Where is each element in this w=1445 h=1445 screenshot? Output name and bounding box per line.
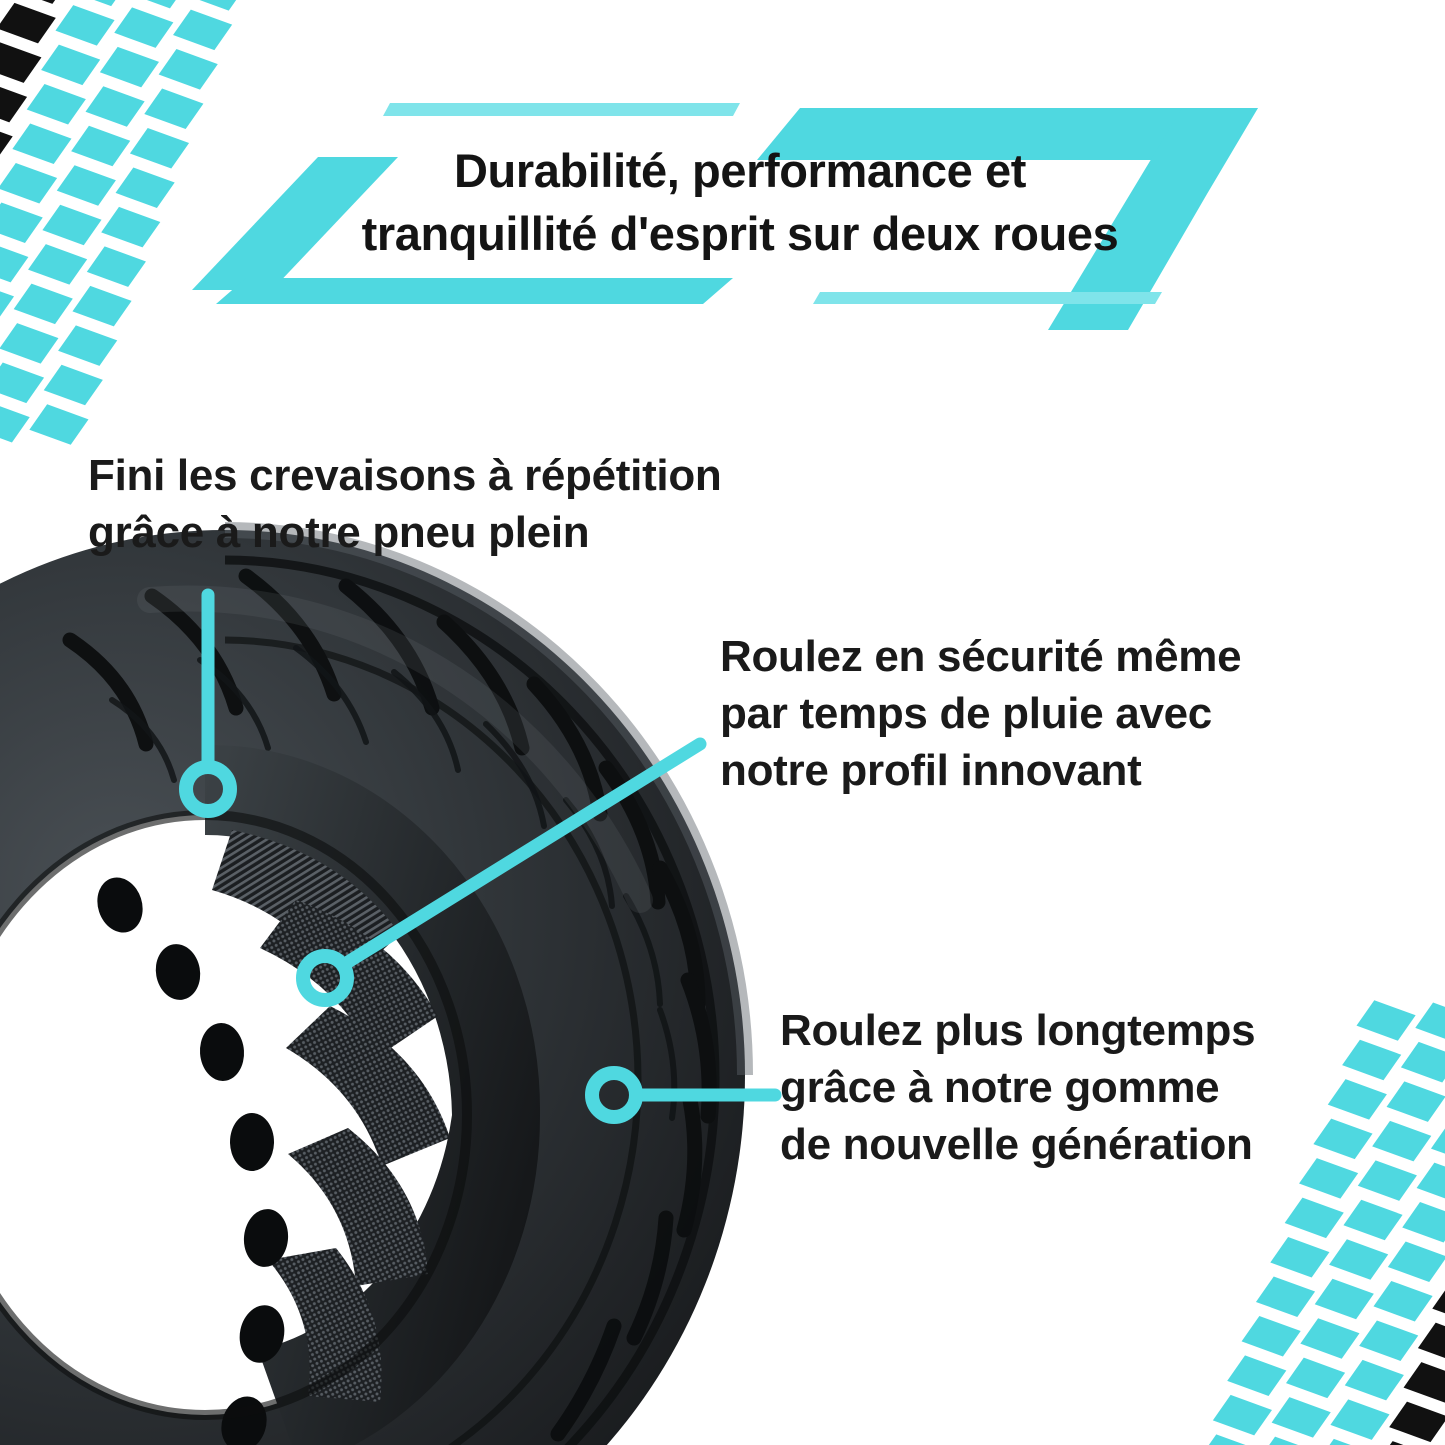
leader-marker-3 [585,1066,643,1124]
callout-3-line-1: Roulez plus longtemps [780,1006,1256,1055]
banner-bar-topright [757,108,1258,160]
banner-accent-bottom [813,292,1162,304]
page-title-line-1: Durabilité, performance et [453,144,1027,197]
callout-1-line-2: grâce à notre pneu plein [88,508,590,558]
callout-text-2: Roulez en sécurité même par temps de plu… [720,628,1242,800]
tire-relief-panels [212,830,450,1402]
callout-3-line-2: grâce à notre gomme [780,1063,1220,1113]
callout-2-line-1: Roulez en sécurité même [720,632,1242,681]
callout-1-line-1: Fini les crevaisons à répétition [88,451,722,500]
banner-leg-left [192,157,398,290]
page-title: Durabilité, performance et tranquillité … [300,140,1180,265]
tire-tread-grooves [62,555,720,1445]
leader-line-2 [341,737,707,969]
page-title-line-2: tranquillité d'esprit sur deux roues [361,206,1119,260]
banner-accent-top [383,103,740,116]
callout-3-line-3: de nouvelle génération [780,1120,1253,1170]
tire-sidewall-holes [97,877,289,1445]
banner-bar-bottomleft [216,278,733,304]
leader-marker-1 [179,760,237,818]
tire-body [0,522,753,1445]
banner-leg-right [1048,108,1258,330]
callout-2-line-2: par temps de pluie avec [720,689,1212,739]
callout-2-line-3: notre profil innovant [720,746,1142,796]
callout-text-1: Fini les crevaisons à répétition grâce à… [88,447,722,561]
tire-sidewall [97,744,541,1445]
callout-text-3: Roulez plus longtemps grâce à notre gomm… [780,1002,1256,1174]
leader-marker-2 [296,949,354,1007]
